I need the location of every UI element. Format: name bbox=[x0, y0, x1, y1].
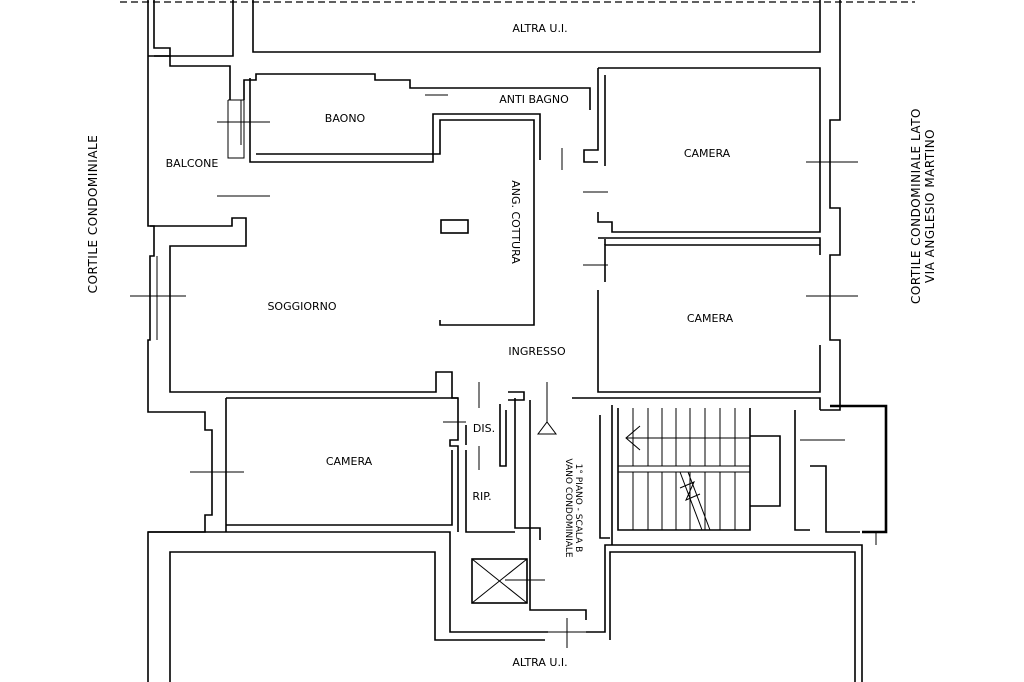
elevator-shaft bbox=[471, 558, 545, 604]
stove-symbol bbox=[440, 219, 469, 234]
outer-walls bbox=[147, 0, 888, 682]
label-altra-ui-top: ALTRA U.I. bbox=[512, 22, 567, 35]
label-dis: DIS. bbox=[473, 422, 495, 435]
label-camera-top: CAMERA bbox=[684, 147, 731, 160]
label-cortile-right-line1: CORTILE CONDOMINIALE LATO bbox=[909, 108, 923, 304]
label-vano-line2: 1° PIANO - SCALA B bbox=[573, 464, 583, 553]
label-cortile-left: CORTILE CONDOMINIALE bbox=[86, 135, 100, 294]
label-camera-bottom: CAMERA bbox=[326, 455, 373, 468]
label-ang-cottura: ANG. COTTURA bbox=[509, 180, 522, 264]
label-ingresso: INGRESSO bbox=[508, 345, 566, 358]
interior-walls bbox=[148, 55, 860, 620]
label-soggiorno: SOGGIORNO bbox=[267, 300, 336, 313]
label-cortile-right: CORTILE CONDOMINIALE LATO VIA ANGLESIO M… bbox=[909, 108, 937, 304]
label-altra-ui-bottom: ALTRA U.I. bbox=[512, 656, 567, 669]
label-baono: BAONO bbox=[325, 112, 366, 125]
label-rip: RIP. bbox=[472, 490, 491, 503]
label-vano-line1: VANO CONDOMINIALE bbox=[563, 458, 573, 558]
windows bbox=[130, 100, 858, 648]
label-vano-condominiale: VANO CONDOMINIALE 1° PIANO - SCALA B bbox=[563, 458, 583, 558]
door-marks bbox=[217, 94, 845, 470]
label-balcone: BALCONE bbox=[166, 157, 219, 170]
label-anti-bagno: ANTI BAGNO bbox=[499, 93, 569, 106]
label-camera-mid: CAMERA bbox=[687, 312, 734, 325]
label-cortile-right-line2: VIA ANGLESIO MARTINO bbox=[923, 129, 937, 283]
staircase bbox=[618, 408, 750, 531]
